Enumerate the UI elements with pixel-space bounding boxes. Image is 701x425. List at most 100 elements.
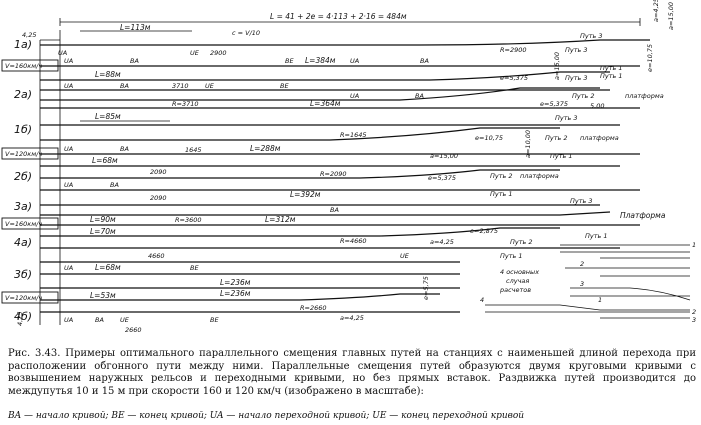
track-4a-b bbox=[40, 227, 560, 237]
row-label-1b: 1б) bbox=[14, 123, 32, 136]
code-be-4b: BE bbox=[210, 316, 219, 324]
code-ba-2a: BA bbox=[120, 82, 129, 90]
code-ba-1a-r: BA bbox=[420, 57, 429, 65]
radius-1645: 1645 bbox=[185, 146, 202, 154]
code-ba-3a: BA bbox=[330, 206, 339, 214]
track-1a-top bbox=[40, 39, 650, 46]
row-label-2a: 2a) bbox=[14, 88, 32, 101]
speed-box-4 bbox=[1, 291, 59, 304]
length-113: L=113м bbox=[120, 23, 151, 32]
track-2b-b bbox=[40, 169, 560, 179]
code-ua-1a: UA bbox=[58, 49, 67, 57]
a-1500-2a: a=15,00 bbox=[553, 52, 561, 80]
code-ua-4b: UA bbox=[64, 316, 73, 324]
a-425-row1a: 4,25 bbox=[22, 31, 36, 39]
code-ue-1a: UE bbox=[190, 49, 200, 57]
a-1000-1b: a=10,00 bbox=[524, 130, 532, 158]
code-ue-2a: UE bbox=[205, 82, 215, 90]
scheme-num-3: 1 bbox=[692, 241, 696, 249]
track-2a-c bbox=[40, 87, 600, 101]
track-p3-2a: Путь 3 bbox=[565, 74, 588, 82]
radius-1645-b: R=1645 bbox=[340, 131, 367, 139]
code-ue-4a: UE bbox=[400, 252, 410, 260]
length-384: L=384м bbox=[305, 56, 336, 65]
scheme-num-4: 1 bbox=[598, 296, 602, 304]
row-label-1a: 1a) bbox=[14, 38, 32, 51]
track-p2-4a: Путь 2 bbox=[510, 238, 533, 246]
a-425-4a: a=4,25 bbox=[430, 238, 454, 246]
code-be-2a: BE bbox=[280, 82, 289, 90]
code-ua-1a-r: UA bbox=[350, 57, 359, 65]
scheme-num-3c: 3 bbox=[692, 316, 696, 324]
schemes-title-3: расчетов bbox=[499, 286, 531, 294]
e-1075-1b: e=10,75 bbox=[475, 134, 503, 142]
track-p3-3a: Путь 3 bbox=[570, 197, 593, 205]
code-ba-1b: BA bbox=[120, 145, 129, 153]
scheme-num-3b: 4 bbox=[480, 296, 484, 304]
platform-2b: платформа bbox=[520, 172, 559, 180]
total-length-label: L = 41 + 2e = 4·113 + 2·16 = 484м bbox=[270, 12, 407, 21]
b-top-label: a=15,00 bbox=[667, 2, 675, 30]
length-68b: L=68м bbox=[95, 263, 121, 272]
v500-2a: 5,00 bbox=[590, 102, 604, 110]
speed-box-3 bbox=[1, 217, 59, 230]
code-ue-4b: UE bbox=[120, 316, 130, 324]
c-formula: c = V/10 bbox=[232, 29, 260, 37]
radius-2900-1a: 2900 bbox=[210, 49, 227, 57]
length-90: L=90м bbox=[90, 215, 116, 224]
a-1500-2b: a=15,00 bbox=[430, 152, 458, 160]
radius-3710-b: R=3710 bbox=[172, 100, 199, 108]
track-p2-1b: Путь 2 bbox=[545, 134, 568, 142]
track-p1-2b: Путь 1 bbox=[490, 190, 513, 198]
figure-caption: Рис. 3.43. Примеры оптимального параллел… bbox=[8, 348, 696, 397]
code-ba-4b: BA bbox=[95, 316, 104, 324]
code-ua-2b: UA bbox=[64, 181, 73, 189]
length-236a: L=236м bbox=[220, 278, 251, 287]
e-2875-4a: e=2,875 bbox=[470, 227, 498, 235]
length-364: L=364м bbox=[310, 99, 341, 108]
a-top-label: a=4,25 bbox=[652, 0, 660, 22]
track-p3-1a: Путь 3 bbox=[580, 32, 603, 40]
platform-1b: платформа bbox=[580, 134, 619, 142]
row-label-3a: 3a) bbox=[14, 200, 32, 213]
e-575-4b: e=5,75 bbox=[422, 276, 430, 300]
track-offset-diagram: L = 41 + 2e = 4·113 + 2·16 = 484м a=4,25… bbox=[1, 0, 696, 334]
code-ua-2a-b: UA bbox=[350, 92, 359, 100]
platform-3a: Платформа bbox=[620, 211, 666, 220]
length-312: L=312м bbox=[265, 215, 296, 224]
track-p3-1b: Путь 3 bbox=[555, 114, 578, 122]
code-be-1a-main: BE bbox=[285, 57, 294, 65]
code-ba-2a-b: BA bbox=[415, 92, 424, 100]
radius-3710: 3710 bbox=[172, 82, 189, 90]
speed-label-2: V=120км/ч bbox=[5, 150, 42, 158]
schemes-title-2: случая bbox=[506, 277, 529, 285]
radius-2660: R=2660 bbox=[300, 304, 327, 312]
radius-2090-b: R=2090 bbox=[320, 170, 347, 178]
speed-label-1: V=160км/ч bbox=[5, 62, 42, 70]
scheme-group: 1 2 3 4 1 2 3 bbox=[480, 241, 696, 324]
track-p2-2a: Путь 2 bbox=[572, 92, 595, 100]
track-1b-b bbox=[40, 127, 560, 141]
platform-2a: платформа bbox=[625, 92, 664, 100]
speed-label-3: V=160км/ч bbox=[5, 220, 42, 228]
code-ua-1a-main: UA bbox=[64, 57, 73, 65]
e-5375-2b: e=5,375 bbox=[428, 174, 456, 182]
track-p3-1a-b: Путь 3 bbox=[565, 46, 588, 54]
code-ba-2b: BA bbox=[110, 181, 119, 189]
code-ua-3b: UA bbox=[64, 264, 73, 272]
radius-4660: R=4660 bbox=[340, 237, 367, 245]
e-1075-1a: e=10,75 bbox=[646, 44, 654, 72]
scheme-num-2b: 2 bbox=[692, 308, 696, 316]
length-236b: L=236м bbox=[220, 289, 251, 298]
length-68: L=68м bbox=[92, 156, 118, 165]
radius-2090: 2090 bbox=[150, 168, 167, 176]
length-85: L=85м bbox=[95, 112, 121, 121]
a-425-4b: a=4,25 bbox=[340, 314, 364, 322]
speed-label-4: V=120км/ч bbox=[5, 294, 42, 302]
row-label-4a: 4a) bbox=[14, 236, 32, 249]
code-be-3b: BE bbox=[190, 264, 199, 272]
length-392: L=392м bbox=[290, 190, 321, 199]
code-ua-2a: UA bbox=[64, 82, 73, 90]
radius-2660-b: 2660 bbox=[125, 326, 142, 334]
row-label-2b: 2б) bbox=[14, 170, 32, 183]
